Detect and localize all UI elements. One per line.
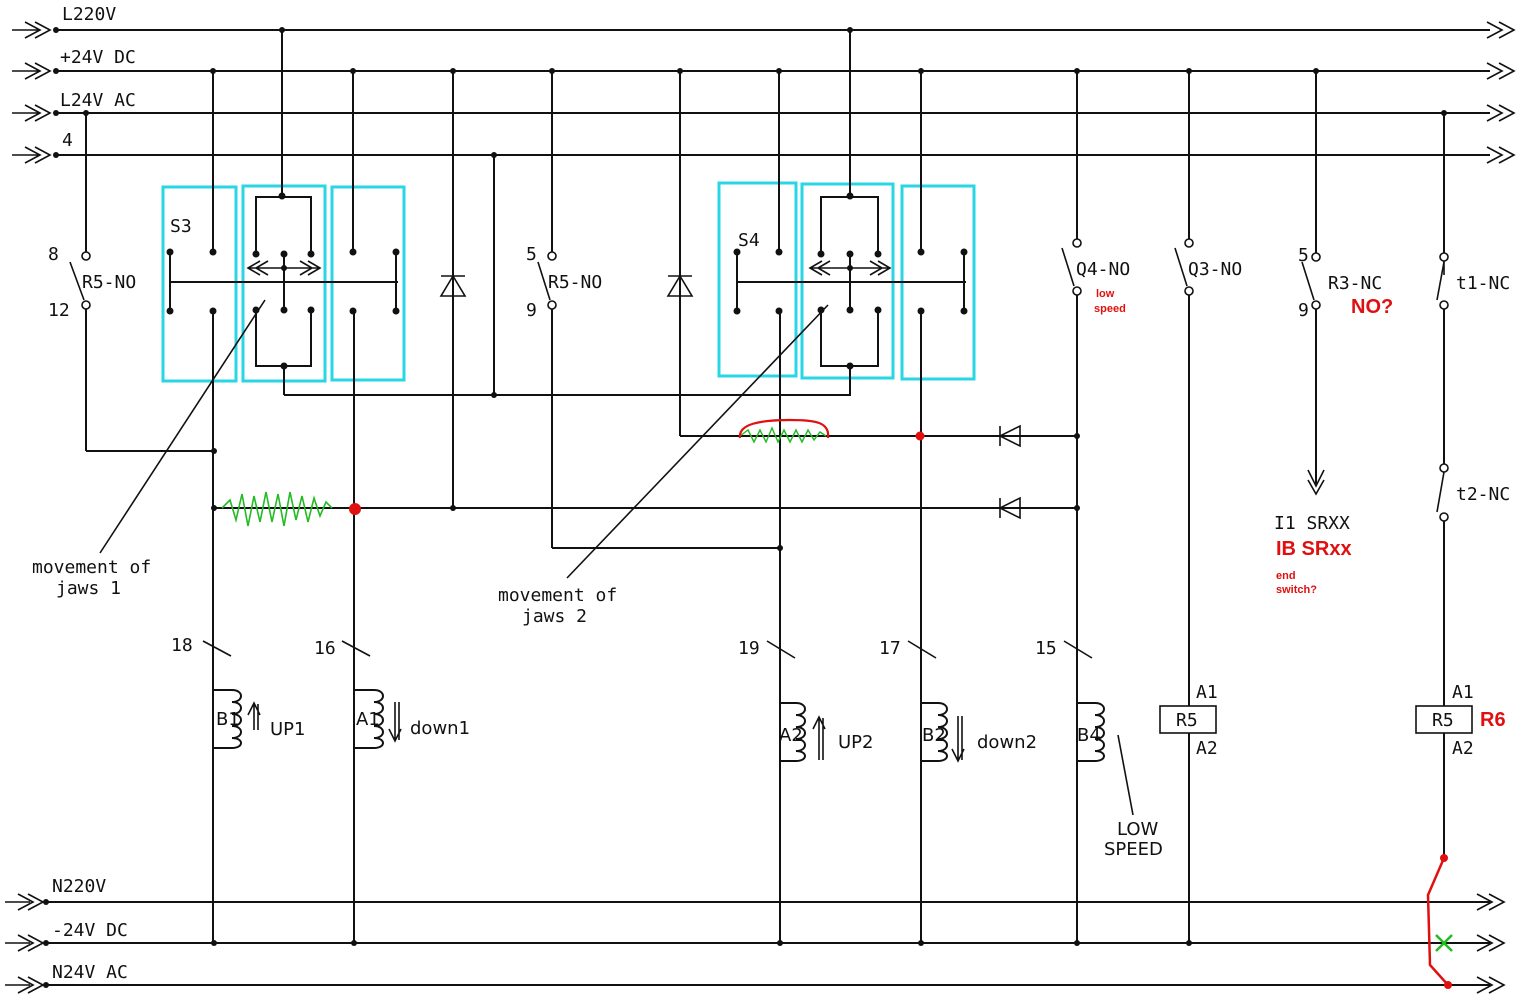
rail-label-l24vac: L24V AC <box>60 90 136 111</box>
coil-a1-label: A1 <box>356 709 380 730</box>
coil-a2: 19 A2 UP2 <box>738 638 873 762</box>
coil-b4: 15 B4 LOW SPEED <box>1035 638 1163 860</box>
coil-b4-name-1: LOW <box>1117 819 1159 840</box>
relay-r5-b: R5 A1 A2 R6 <box>1415 682 1506 989</box>
r5-no-1-bottom: 12 <box>48 300 70 321</box>
rail-label-n24vac: N24V AC <box>52 962 128 983</box>
t1-nc-label: t1-NC <box>1456 273 1510 294</box>
t2-nc-label: t2-NC <box>1456 484 1510 505</box>
jaws1-label-1: movement of <box>32 557 151 578</box>
relay-r5-b-top: A1 <box>1452 682 1474 703</box>
coil-b2: 17 B2 down2 <box>879 638 1037 763</box>
s4-switch: S4 <box>717 27 976 943</box>
r3-nc-contact: 5 9 R3-NC NO? I1 SRXX IB SRxx end switch… <box>1274 68 1393 596</box>
s4-label: S4 <box>738 230 760 251</box>
q4-low-note: low <box>1096 288 1115 300</box>
rail-label-l220v: L220V <box>62 4 116 25</box>
coil-a2-name: UP2 <box>838 732 873 753</box>
coil-a2-label: A2 <box>779 725 803 746</box>
relay-r5-a: R5 A1 A2 <box>1159 682 1218 946</box>
r3-nc-label: R3-NC <box>1328 273 1382 294</box>
hand-annotations <box>221 418 830 527</box>
coil-a1: 16 A1 down1 <box>314 638 470 749</box>
r3-nc-bottom: 9 <box>1298 300 1309 321</box>
jaws2-label-1: movement of <box>498 585 617 606</box>
q4-no-contact: Q4-NO low speed <box>1061 68 1130 943</box>
r5-no-2-label: R5-NO <box>548 272 602 293</box>
coil-b1-name: UP1 <box>270 719 305 740</box>
bottom-rails: N220V -24V DC N24V AC <box>5 876 1506 994</box>
relay-r5-b-label: R5 <box>1432 710 1454 731</box>
relay-r5-a-bottom: A2 <box>1196 738 1218 759</box>
coil-b2-name: down2 <box>977 732 1037 753</box>
coil-b4-name-2: SPEED <box>1104 839 1163 860</box>
r3-nc-note: NO? <box>1351 296 1393 318</box>
input-label: I1 SRXX <box>1274 513 1350 534</box>
relay-r5-a-top: A1 <box>1196 682 1218 703</box>
diode-1 <box>439 68 467 508</box>
coil-b4-label: B4 <box>1077 725 1101 746</box>
s3-switch: S3 <box>161 27 851 943</box>
rail-label-p24vdc: +24V DC <box>60 47 136 68</box>
wire-16: 16 <box>314 638 336 659</box>
rail-label-n220v: N220V <box>52 876 106 897</box>
input-note-end: end <box>1276 570 1296 582</box>
coil-a1-name: down1 <box>410 718 470 739</box>
r5-no-2-bottom: 9 <box>526 300 537 321</box>
jaws1-label-2: jaws 1 <box>56 578 121 599</box>
jaws-annotations: movement of jaws 1 movement of jaws 2 <box>32 299 829 627</box>
r5-no-contact-1: 8 12 R5-NO <box>48 110 214 452</box>
coil-b2-label: B2 <box>922 725 946 746</box>
wire-18: 18 <box>171 635 193 656</box>
relay-r5-a-label: R5 <box>1176 710 1198 731</box>
r5-no-2-top: 5 <box>526 244 537 265</box>
timer-contacts: t1-NC t2-NC <box>1436 110 1510 706</box>
relay-r6-label: R6 <box>1480 709 1506 731</box>
r3-nc-top: 5 <box>1298 245 1309 266</box>
jaws2-label-2: jaws 2 <box>522 606 587 627</box>
crossover-wires <box>211 424 1080 520</box>
junction-red-1 <box>349 503 361 515</box>
q3-no-label: Q3-NO <box>1188 259 1242 280</box>
rail-label-4: 4 <box>62 130 73 151</box>
diode-2 <box>666 68 1077 437</box>
q4-speed-note: speed <box>1094 303 1126 315</box>
r5-no-contact-2: 5 9 R5-NO <box>526 68 783 551</box>
top-rails: L220V +24V DC L24V AC 4 <box>12 4 1516 164</box>
wire-19: 19 <box>738 638 760 659</box>
bottom-junctions <box>211 940 1080 946</box>
rail-label-m24vdc: -24V DC <box>52 920 128 941</box>
junction-red-2 <box>915 431 925 441</box>
input-red-label: IB SRxx <box>1276 538 1352 560</box>
wire-17: 17 <box>879 638 901 659</box>
r5-no-1-label: R5-NO <box>82 272 136 293</box>
wire-15: 15 <box>1035 638 1057 659</box>
s3-label: S3 <box>170 216 192 237</box>
coil-b1-label: B1 <box>216 709 240 730</box>
r5-no-1-top: 8 <box>48 244 59 265</box>
q4-no-label: Q4-NO <box>1076 259 1130 280</box>
coil-b1: 18 B1 UP1 <box>171 635 305 749</box>
input-note-switch: switch? <box>1276 584 1317 596</box>
relay-r5-b-bottom: A2 <box>1452 738 1474 759</box>
q3-no-contact: Q3-NO <box>1174 68 1242 706</box>
